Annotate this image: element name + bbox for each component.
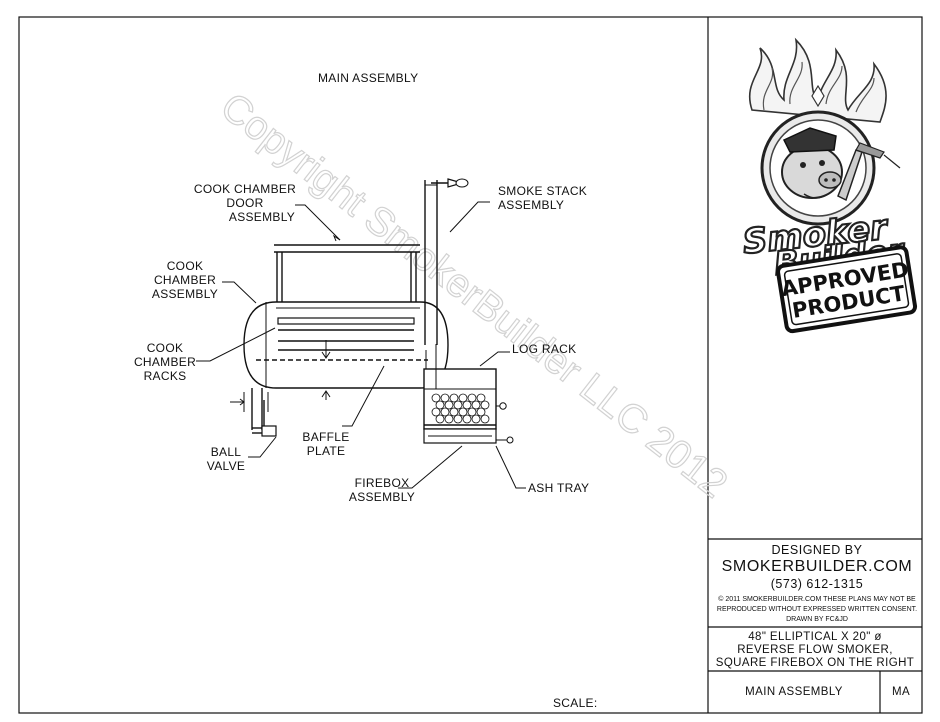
callout-firebox: FIREBOX ASSEMBLY (349, 476, 415, 504)
company-phone: (573) 612-1315 (771, 577, 863, 591)
svg-text:BAFFLE: BAFFLE (302, 430, 349, 444)
svg-text:COOK: COOK (147, 341, 184, 355)
drawing-title: MAIN ASSEMBLY (318, 71, 418, 85)
callout-smoke-stack: SMOKE STACK ASSEMBLY (498, 184, 587, 212)
description-line-3: SQUARE FIREBOX ON THE RIGHT (716, 657, 914, 669)
callout-cook-chamber: COOK CHAMBER ASSEMBLY (152, 259, 218, 301)
svg-text:BALL: BALL (211, 445, 242, 459)
welding-torch-icon (837, 142, 901, 202)
svg-text:DOOR: DOOR (226, 196, 263, 210)
svg-text:COOK CHAMBER: COOK CHAMBER (194, 182, 296, 196)
smoker-drawing (230, 178, 514, 444)
scale-label: SCALE: (553, 696, 598, 710)
flames-icon (748, 37, 887, 123)
description-line-1: 48" ELLIPTICAL X 20" ø (748, 631, 882, 643)
svg-text:VALVE: VALVE (207, 459, 245, 473)
sheet-border (18, 16, 923, 714)
svg-text:COOK: COOK (167, 259, 204, 273)
description-line-2: REVERSE FLOW SMOKER, (737, 644, 893, 656)
title-block: DESIGNED BY SMOKERBUILDER.COM (573) 612-… (708, 538, 922, 713)
approved-product-stamp: APPROVED PRODUCT (776, 245, 918, 334)
svg-text:ASH TRAY: ASH TRAY (528, 481, 589, 495)
copyright-line-1: © 2011 SMOKERBUILDER.COM THESE PLANS MAY… (718, 595, 916, 603)
smokerbuilder-logo: Smoker Builder APPROVED PRODUCT (740, 37, 918, 334)
pig-mascot-icon (781, 127, 843, 199)
cook-chamber (243, 301, 449, 389)
ball-valve (252, 400, 277, 437)
callout-ball-valve: BALL VALVE (207, 445, 245, 473)
callout-log-rack: LOG RACK (512, 342, 576, 356)
sheet-name: MAIN ASSEMBLY (745, 686, 843, 698)
svg-text:CHAMBER: CHAMBER (134, 355, 196, 369)
svg-text:CHAMBER: CHAMBER (154, 273, 216, 287)
company-name: SMOKERBUILDER.COM (722, 558, 913, 575)
cook-chamber-door-handle (274, 244, 420, 302)
copyright-line-2: REPRODUCED WITHOUT EXPRESSED WRITTEN CON… (717, 606, 917, 613)
callout-cook-chamber-door: COOK CHAMBER DOOR ASSEMBLY (194, 182, 296, 224)
firebox (423, 344, 507, 430)
callout-cook-chamber-racks: COOK CHAMBER RACKS (134, 341, 196, 383)
svg-text:LOG RACK: LOG RACK (512, 342, 576, 356)
designed-by-label: DESIGNED BY (772, 543, 863, 557)
legs (230, 388, 269, 430)
cook-chamber-racks (277, 317, 415, 351)
svg-text:ASSEMBLY: ASSEMBLY (229, 210, 295, 224)
svg-text:SMOKE STACK: SMOKE STACK (498, 184, 587, 198)
svg-text:RACKS: RACKS (144, 369, 187, 383)
svg-text:PLATE: PLATE (307, 444, 346, 458)
drawn-by: DRAWN BY FC&JD (786, 616, 848, 623)
svg-text:ASSEMBLY: ASSEMBLY (349, 490, 415, 504)
firebox-grate-pattern (431, 393, 490, 424)
smoke-stack (424, 178, 469, 345)
ash-tray (423, 428, 514, 444)
sheet-code: MA (892, 686, 910, 698)
svg-text:ASSEMBLY: ASSEMBLY (152, 287, 218, 301)
callout-baffle-plate: BAFFLE PLATE (302, 430, 349, 458)
svg-text:ASSEMBLY: ASSEMBLY (498, 198, 564, 212)
callout-ash-tray: ASH TRAY (528, 481, 589, 495)
svg-text:FIREBOX: FIREBOX (355, 476, 410, 490)
leader-lines (196, 201, 526, 489)
